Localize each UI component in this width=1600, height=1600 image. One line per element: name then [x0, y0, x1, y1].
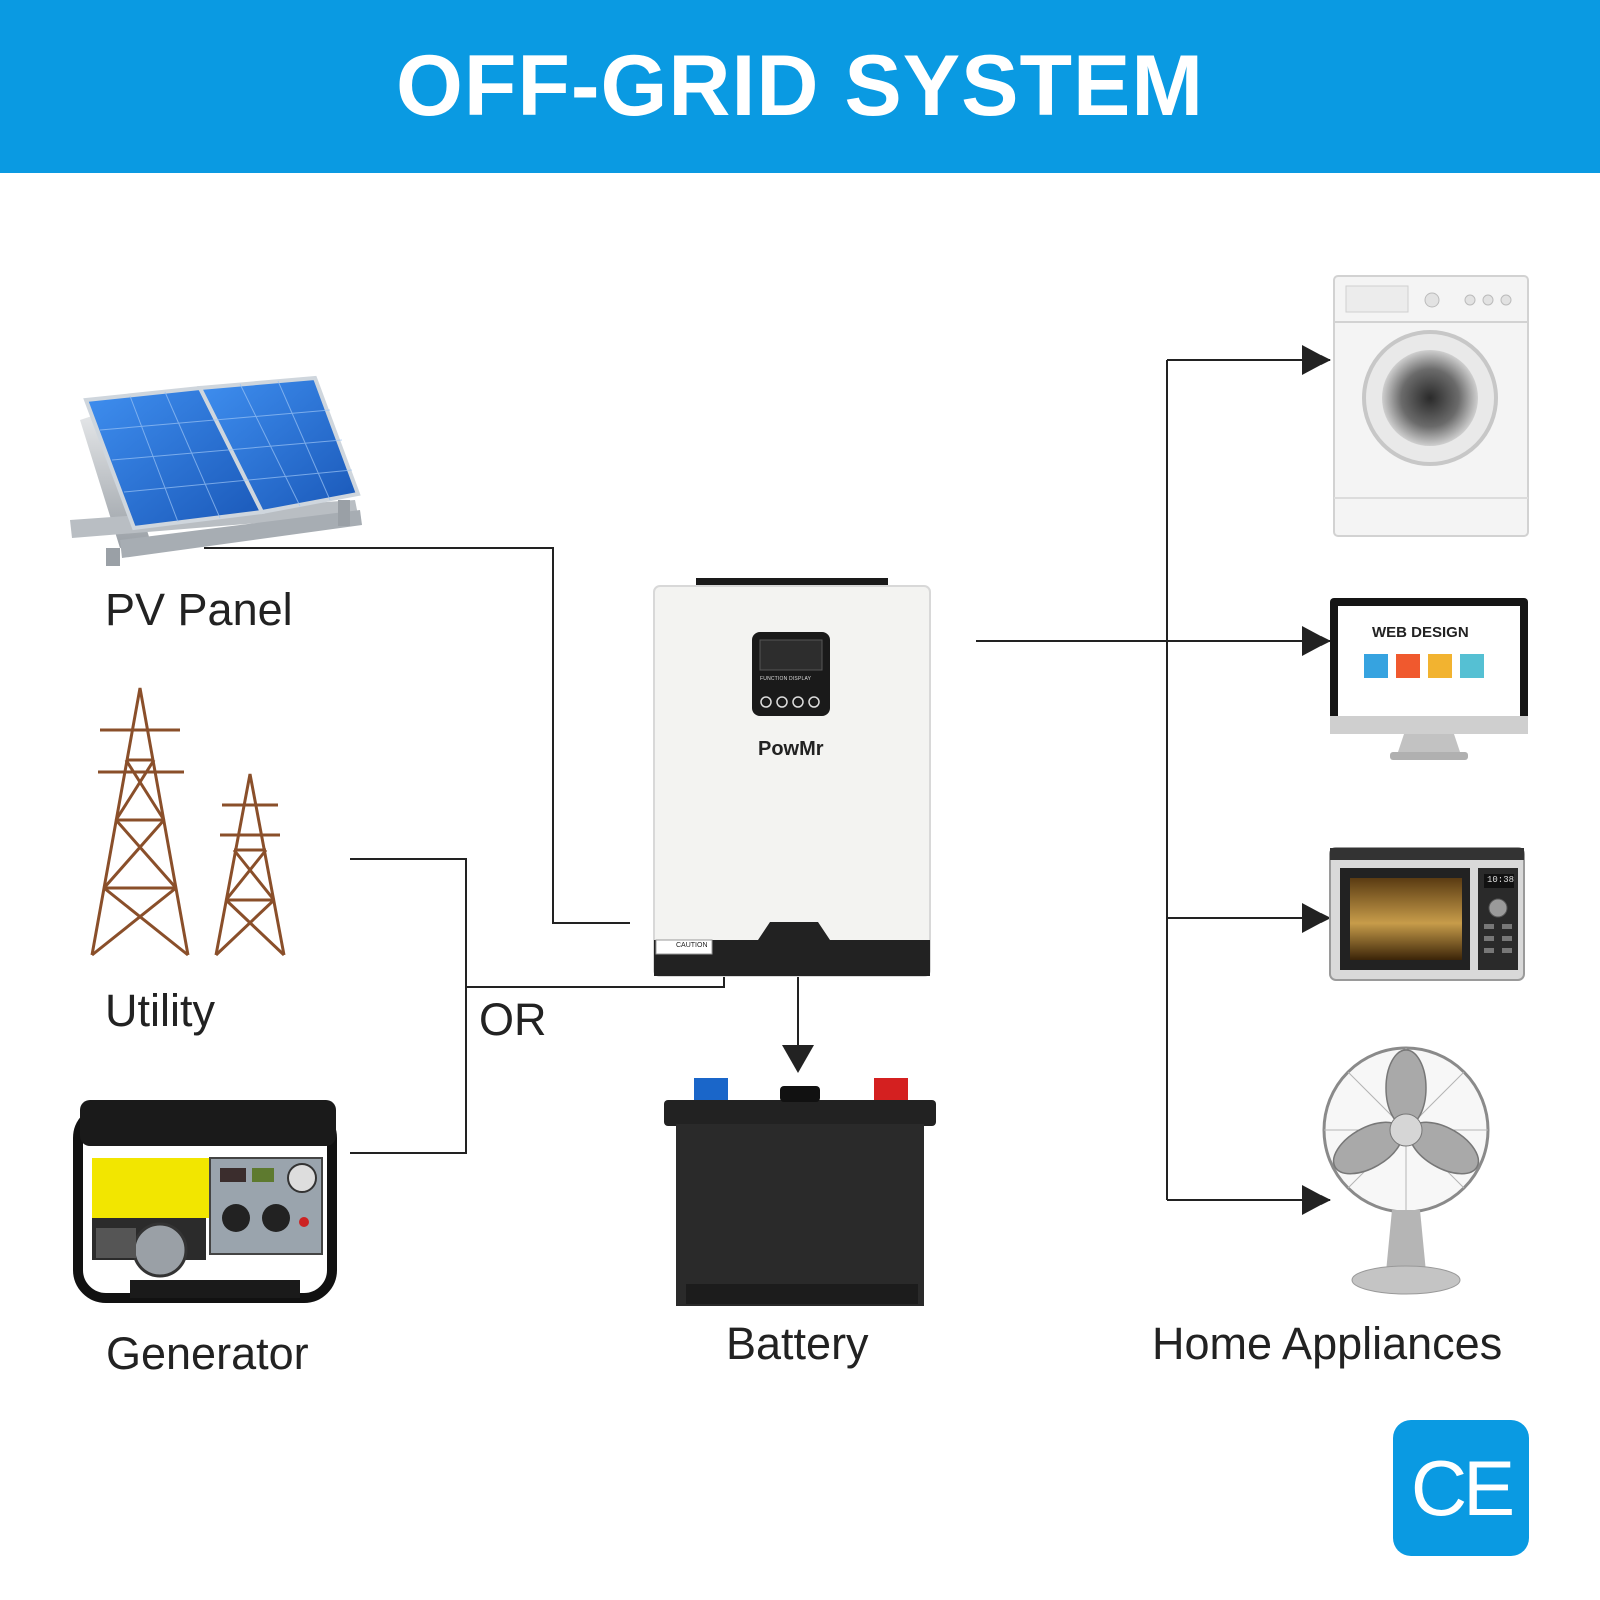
pv-to-inverter-line — [204, 547, 630, 924]
power-tower-small-icon — [214, 773, 286, 957]
generator-icon — [73, 1100, 337, 1303]
microwave-icon — [1329, 847, 1525, 981]
generator-label: Generator — [106, 1328, 309, 1379]
battery-label: Battery — [726, 1318, 869, 1369]
arrowheads — [782, 345, 1330, 1215]
or-label: OR — [479, 994, 547, 1045]
fan-icon — [1322, 1046, 1490, 1295]
pv-panel-label: PV Panel — [105, 584, 293, 635]
monitor-icon — [1330, 598, 1528, 760]
monitor-heading: WEB DESIGN — [1372, 624, 1469, 641]
ce-mark: CE — [1410, 1443, 1515, 1532]
page-title: OFF-GRID SYSTEM — [395, 38, 1205, 134]
inverter-icon — [653, 578, 931, 977]
inverter-caution-label: CAUTION — [676, 942, 708, 949]
power-tower-icon — [90, 687, 190, 957]
title-banner: OFF-GRID SYSTEM — [0, 0, 1600, 173]
utility-label: Utility — [105, 985, 215, 1036]
solar-panel-icon — [70, 375, 362, 566]
ce-certification-badge: CE — [1393, 1420, 1529, 1556]
microwave-clock: 10:38 — [1487, 875, 1515, 885]
inverter-brand-label: PowMr — [758, 738, 824, 760]
washing-machine-icon — [1333, 275, 1529, 537]
inverter-display-caption: FUNCTION DISPLAY — [760, 676, 812, 682]
utility-line — [350, 858, 467, 1154]
battery-icon — [664, 1078, 936, 1306]
home-appliances-label: Home Appliances — [1152, 1318, 1503, 1369]
